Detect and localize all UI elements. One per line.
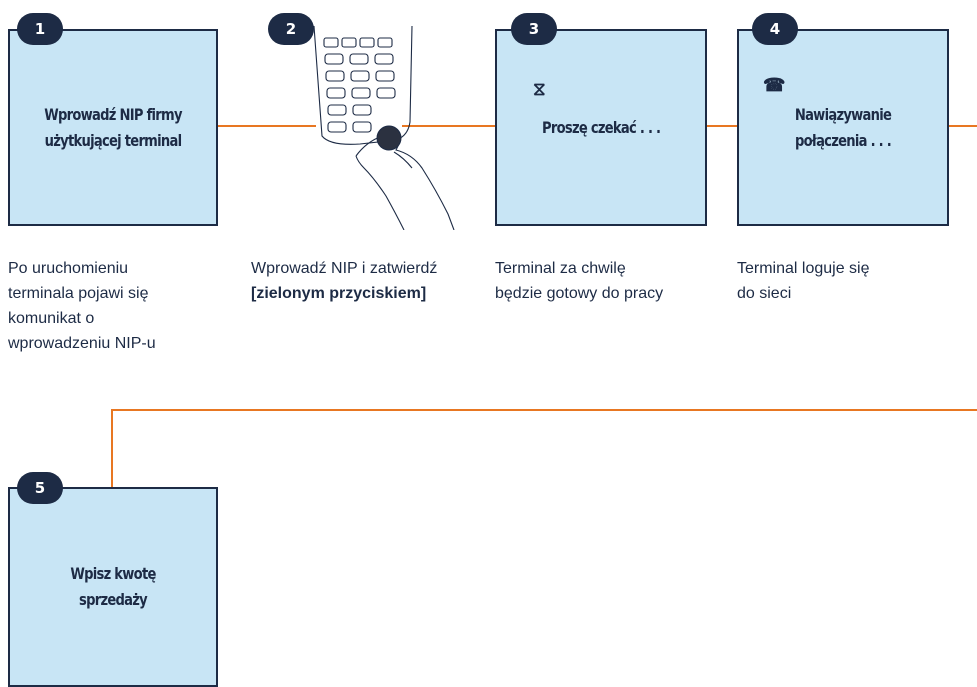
connector-3-4 — [705, 125, 737, 127]
step-1-title: Wprowadź NIP firmy użytkującej terminal — [44, 104, 182, 150]
step-5-box: Wpisz kwotę sprzedaży — [8, 487, 218, 687]
step-3-box: ⧖ Proszę czekać . . . — [495, 29, 707, 226]
step-2-description-bold: [zielonym przyciskiem] — [251, 285, 427, 302]
step-3-badge: 3 — [511, 13, 557, 45]
step-2-description: Wprowadź NIP i zatwierdź [zielonym przyc… — [251, 256, 466, 306]
step-1-description: Po uruchomieniu terminala pojawi się kom… — [8, 260, 156, 352]
step-4-badge: 4 — [752, 13, 798, 45]
step-5-badge: 5 — [17, 472, 63, 504]
connector-1-2 — [216, 125, 316, 127]
step-2-badge: 2 — [268, 13, 314, 45]
hourglass-icon: ⧖ — [533, 79, 546, 99]
connector-row-return-vertical — [111, 409, 113, 489]
step-3-title: Proszę czekać . . . — [541, 117, 661, 137]
step-1-badge: 1 — [17, 13, 63, 45]
step-2-description-text: Wprowadź NIP i zatwierdź — [251, 260, 438, 277]
telephone-icon: ☎ — [763, 75, 786, 95]
payment-terminal-illustration — [313, 25, 455, 230]
green-confirm-button — [376, 125, 402, 151]
connector-row-return-horizontal — [111, 409, 977, 411]
connector-2-3 — [402, 125, 496, 127]
step-5-title: Wpisz kwotę sprzedaży — [70, 564, 156, 609]
step-4-title: Nawiązywanie połączenia . . . — [794, 104, 892, 150]
step-1-box: Wprowadź NIP firmy użytkującej terminal — [8, 29, 218, 226]
step-4-description: Terminal loguje się do sieci — [737, 260, 870, 302]
step-4-box: ☎ Nawiązywanie połączenia . . . — [737, 29, 949, 226]
connector-4-next — [947, 125, 977, 127]
step-3-description: Terminal za chwilę będzie gotowy do prac… — [495, 260, 664, 302]
